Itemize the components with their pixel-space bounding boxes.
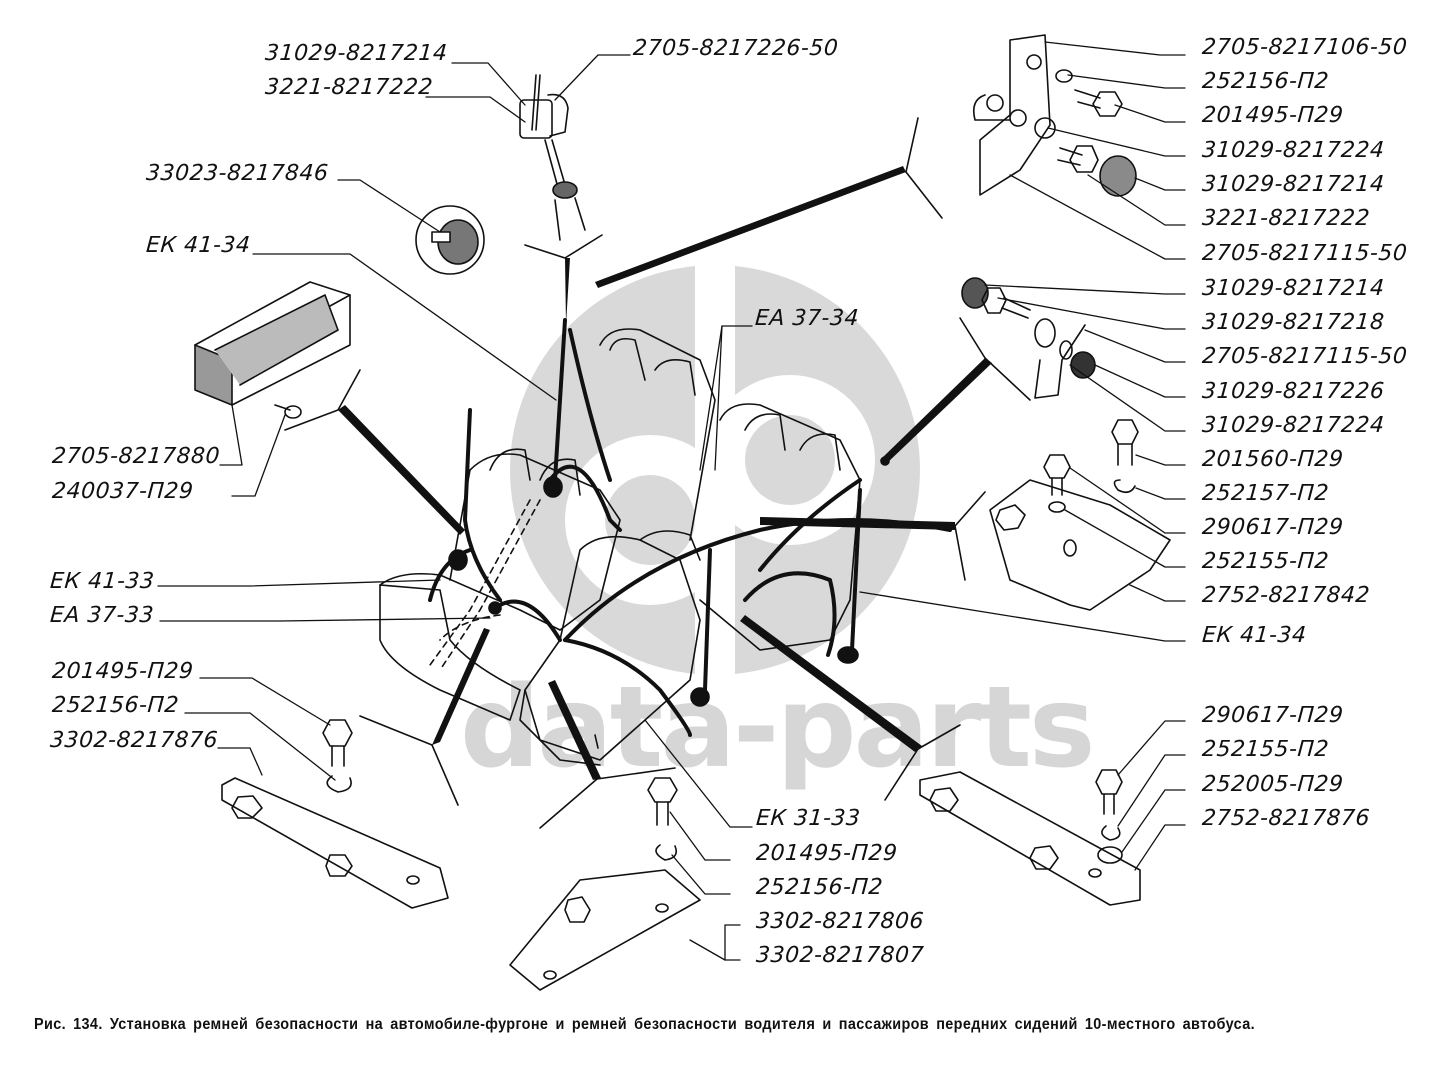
callout-ek31-33: ЕК 31-33 bbox=[755, 806, 862, 831]
mid-right-bolt-detail bbox=[961, 277, 1096, 399]
leader-lines bbox=[157, 41, 1186, 961]
buckles bbox=[448, 456, 890, 707]
callout-201495-p29-left: 201495-П29 bbox=[51, 659, 195, 684]
callout-31029-8217214-r: 31029-8217214 bbox=[1201, 172, 1386, 197]
callout-2705-8217880: 2705-8217880 bbox=[51, 444, 221, 469]
callout-ea37-34: ЕА 37-34 bbox=[754, 306, 860, 331]
callout-31029-8217226: 31029-8217226 bbox=[1201, 379, 1386, 404]
buckle-cover-detail bbox=[194, 281, 351, 419]
callout-3302-8217876: 3302-8217876 bbox=[49, 728, 219, 753]
callout-ek41-34-right: ЕК 41-34 bbox=[1201, 623, 1308, 648]
detail-boundaries bbox=[284, 117, 1031, 829]
callout-31029-8217214-r2: 31029-8217214 bbox=[1201, 276, 1386, 301]
callout-252157-p2: 252157-П2 bbox=[1201, 481, 1330, 506]
pointer-wedges bbox=[338, 166, 992, 780]
rear-right-bench bbox=[699, 403, 861, 651]
callout-2705-8217106-50: 2705-8217106-50 bbox=[1201, 35, 1409, 60]
callout-31029-8217214-top: 31029-8217214 bbox=[264, 41, 449, 66]
bottom-right-bracket-detail bbox=[919, 769, 1141, 906]
callout-240037-p29: 240037-П29 bbox=[51, 479, 195, 504]
callout-252156-p2-center: 252156-П2 bbox=[755, 875, 884, 900]
callout-33023-8217846: 33023-8217846 bbox=[145, 161, 330, 186]
callout-252155-p2-r2: 252155-П2 bbox=[1201, 737, 1330, 762]
bottom-left-bracket-detail bbox=[221, 719, 449, 909]
callout-201495-p29-center: 201495-П29 bbox=[755, 841, 899, 866]
callout-2705-8217115-50-r: 2705-8217115-50 bbox=[1201, 241, 1409, 266]
plug-detail bbox=[415, 205, 485, 275]
callout-31029-8217218: 31029-8217218 bbox=[1201, 310, 1386, 335]
right-bracket-detail bbox=[989, 419, 1171, 611]
rear-center-bench bbox=[599, 328, 716, 541]
callout-252155-p2-r: 252155-П2 bbox=[1201, 549, 1330, 574]
callout-3221-8217222-top: 3221-8217222 bbox=[264, 75, 434, 100]
callout-290617-p29-r: 290617-П29 bbox=[1201, 515, 1345, 540]
upper-right-hinge-detail bbox=[972, 34, 1137, 197]
callout-2705-8217226-50: 2705-8217226-50 bbox=[632, 36, 840, 61]
callout-31029-8217224-r2: 31029-8217224 bbox=[1201, 413, 1386, 438]
callout-201495-p29-r: 201495-П29 bbox=[1201, 103, 1345, 128]
callout-ea37-33: ЕА 37-33 bbox=[49, 603, 155, 628]
callout-201560-p29: 201560-П29 bbox=[1201, 447, 1345, 472]
callout-252156-p2-left: 252156-П2 bbox=[51, 693, 180, 718]
watermark-text: data-parts bbox=[460, 663, 1096, 793]
figure-caption: Рис. 134. Установка ремней безопасности … bbox=[34, 1016, 1255, 1033]
callout-ek41-33: ЕК 41-33 bbox=[49, 569, 156, 594]
front-seat bbox=[519, 530, 701, 766]
callout-31029-8217224-r: 31029-8217224 bbox=[1201, 138, 1386, 163]
callout-2752-8217876: 2752-8217876 bbox=[1201, 806, 1371, 831]
callout-2752-8217842: 2752-8217842 bbox=[1201, 583, 1371, 608]
callout-3302-8217807: 3302-8217807 bbox=[755, 943, 925, 968]
callout-ek41-34-left: ЕК 41-34 bbox=[145, 233, 252, 258]
callout-3302-8217806: 3302-8217806 bbox=[755, 909, 925, 934]
callout-252156-p2-r: 252156-П2 bbox=[1201, 69, 1330, 94]
top-anchor-detail bbox=[519, 74, 586, 241]
callout-2705-8217115-50-r2: 2705-8217115-50 bbox=[1201, 344, 1409, 369]
callout-3221-8217222-r: 3221-8217222 bbox=[1201, 206, 1371, 231]
callout-252005-p29: 252005-П29 bbox=[1201, 772, 1345, 797]
callout-290617-p29-r2: 290617-П29 bbox=[1201, 703, 1345, 728]
bottom-center-bracket-detail bbox=[509, 777, 701, 991]
